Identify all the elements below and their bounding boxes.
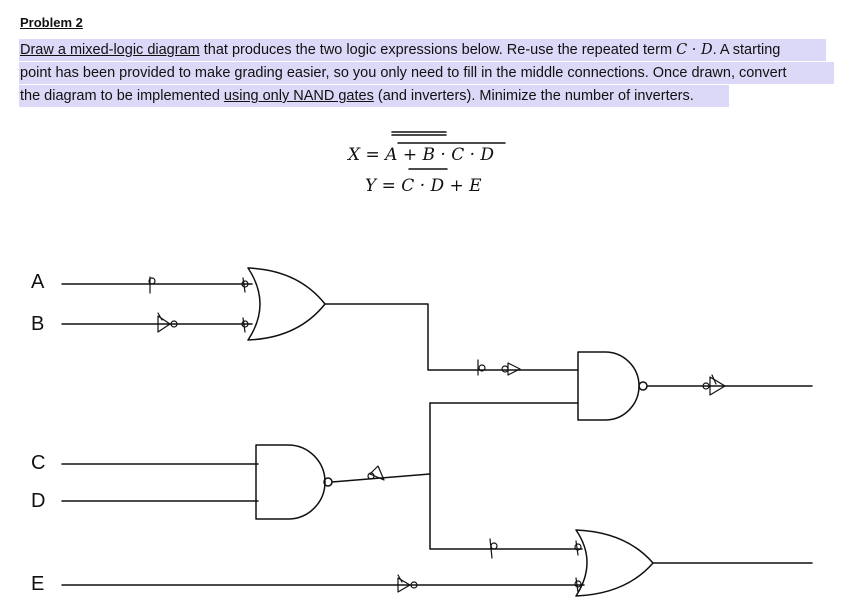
instruction-text-3: the diagram to be implemented: [20, 88, 224, 104]
connection-wires: [324, 303, 813, 564]
or-gate-ab: [247, 267, 326, 341]
highlight-line-2: [19, 62, 834, 84]
highlight-line-3: [19, 85, 729, 107]
instruction-text-3b: (and inverters). Minimize the number of …: [373, 88, 690, 104]
equation-x: X = A + B · C · D: [348, 145, 494, 165]
equation-y: Y = C · D + E: [365, 176, 482, 196]
input-label-c: C: [31, 452, 46, 474]
instruction-link-mixed-logic: Draw a mixed-logic diagram: [20, 42, 200, 58]
instruction-text-1-end: . A starting: [712, 42, 781, 58]
instruction-text-1: that produces the two logic expressions …: [199, 42, 677, 58]
input-label-a: A: [31, 271, 45, 293]
equation-x-lhs: X =: [348, 145, 386, 165]
problem-title: Problem 2: [20, 15, 83, 30]
instruction-text-3-end: .: [689, 88, 694, 104]
highlight-line-1: [19, 39, 826, 61]
equation-x-rhs: A + B · C · D: [385, 145, 495, 165]
input-label-e: E: [31, 573, 45, 595]
input-label-d: D: [31, 490, 46, 512]
equation-y-lhs: Y =: [365, 176, 402, 196]
equation-overbars: [391, 131, 506, 170]
hand-drawn-marks: [148, 276, 726, 593]
instruction-link-nand: using only NAND gates: [223, 88, 374, 104]
repeated-term: C · D: [676, 42, 713, 58]
and-gate-cd: [255, 444, 326, 520]
instruction-line-2: point has been provided to make grading …: [20, 65, 787, 81]
and-gate-right-bubble: [638, 381, 648, 391]
instruction-line-3: the diagram to be implemented using only…: [20, 85, 694, 107]
instruction-line-1: Draw a mixed-logic diagram that produces…: [20, 39, 780, 61]
and-gate-right: [577, 351, 640, 421]
or-gate-ey: [575, 529, 654, 597]
equation-y-rhs: C · D + E: [401, 176, 482, 196]
input-label-b: B: [31, 313, 45, 335]
input-wires: [61, 283, 585, 586]
